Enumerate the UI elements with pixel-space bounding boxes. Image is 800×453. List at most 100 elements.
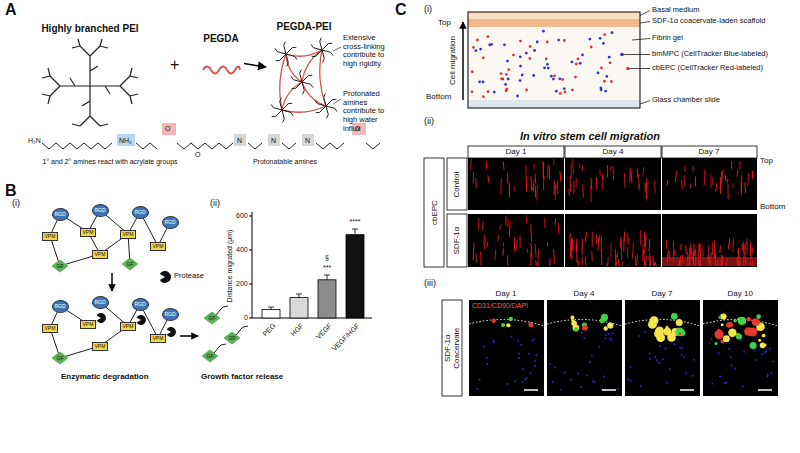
cell-streak: [553, 159, 554, 165]
cell-streak: [752, 171, 753, 179]
cell-cluster: [506, 323, 510, 327]
grid-frame: [447, 158, 467, 210]
cell-streak: [645, 183, 646, 192]
cell-streak: [752, 247, 753, 253]
microscopy-image: [565, 214, 661, 267]
text-label: 0: [244, 314, 248, 322]
cell-dot: [581, 54, 584, 57]
chain-bond: [177, 143, 233, 149]
cell-streak: [693, 166, 694, 171]
nucleus-dot: [764, 352, 766, 354]
cell-streak: [621, 249, 622, 260]
cell-cluster: [571, 319, 574, 322]
cell-streak: [507, 173, 508, 184]
nucleus-dot: [549, 363, 551, 365]
pei-branch: [271, 98, 293, 123]
cell-dot: [525, 52, 528, 55]
chamber-schematic: [468, 100, 640, 108]
cell-cluster: [582, 325, 588, 331]
cell-streak: [637, 254, 638, 266]
text-label: H₂N: [28, 137, 41, 145]
nucleus-dot: [534, 360, 536, 362]
nucleus-dot: [581, 332, 583, 334]
cell-dot: [558, 77, 561, 80]
nucleus-dot: [610, 339, 612, 341]
cell-streak: [618, 259, 619, 266]
cell-dot: [626, 67, 630, 71]
group-highlight: [302, 134, 314, 146]
cell-dot: [589, 38, 592, 41]
text-label: Protonatable amines: [235, 158, 335, 166]
cell-streak: [590, 177, 592, 189]
structure-box: Highly branched PEI: [30, 20, 150, 125]
cell-dot: [579, 62, 582, 65]
cell-streak: [483, 235, 485, 245]
cell-dot: [533, 49, 536, 52]
cell-streak: [534, 164, 535, 170]
cell-streak: [613, 166, 615, 180]
text-label: Distance migrated (μm): [226, 230, 234, 303]
cell-streak: [710, 174, 711, 188]
nucleus-dot: [692, 375, 694, 377]
nucleus-dot: [577, 373, 579, 375]
pegda-chain: [203, 67, 240, 74]
microscopy-image: [468, 158, 564, 210]
nucleus-dot: [522, 368, 524, 370]
cell-streak: [572, 237, 573, 249]
protease-icon: [137, 315, 146, 325]
cell-streak: [499, 225, 501, 230]
cell-streak: [681, 180, 682, 189]
cell-streak: [547, 242, 548, 246]
nucleus-dot: [669, 368, 671, 370]
text-label: Fibrin gel: [652, 34, 683, 43]
text-label: Day 4: [603, 147, 624, 156]
chain-bond: [282, 143, 296, 149]
cell-dot: [500, 72, 503, 75]
cell-dot: [505, 88, 508, 91]
nucleus-dot: [681, 354, 683, 356]
badge-label: VPM: [92, 250, 109, 259]
cell-streak: [741, 175, 742, 193]
cell-streak: [617, 252, 618, 257]
nucleus-dot: [479, 379, 481, 381]
chart-bar: [318, 280, 336, 318]
nucleus-dot: [554, 367, 556, 369]
text-label: C: [395, 1, 407, 19]
cell-streak: [514, 238, 516, 253]
nucleus-dot: [536, 354, 538, 356]
cell-cluster: [655, 331, 661, 337]
cell-streak: [727, 184, 728, 200]
cell-cluster: [676, 319, 683, 326]
nucleus-dot: [526, 377, 528, 379]
cell-streak: [498, 235, 499, 242]
cell-streak: [744, 183, 746, 194]
nucleus-dot: [603, 376, 605, 378]
cell-cluster: [758, 339, 761, 342]
protease-icon: [167, 327, 176, 337]
cell-streak: [649, 253, 650, 266]
chart-axes: [252, 212, 372, 318]
pei-structure: [42, 39, 138, 126]
cell-streak: [527, 248, 529, 253]
nucleus-dot: [530, 372, 532, 374]
cell-streak: [690, 184, 692, 189]
cell-cluster: [604, 326, 608, 330]
cell-dot: [546, 41, 549, 44]
nucleus-dot: [640, 385, 642, 387]
cell-streak: [627, 233, 629, 245]
cell-streak: [576, 178, 577, 188]
text-label: 400: [236, 246, 248, 254]
nucleus-dot: [589, 361, 591, 363]
cell-streak: [542, 162, 544, 179]
nucleus-dot: [754, 359, 756, 361]
cell-streak: [635, 256, 636, 266]
cell-dot: [529, 45, 532, 48]
cell-streak: [685, 245, 686, 254]
nucleus-dot: [709, 342, 711, 344]
text-label: O: [165, 125, 170, 133]
scaffold-border: [625, 319, 700, 326]
chain-bond: [42, 143, 112, 149]
nucleus-dot: [518, 353, 520, 355]
cell-streak: [599, 234, 601, 240]
